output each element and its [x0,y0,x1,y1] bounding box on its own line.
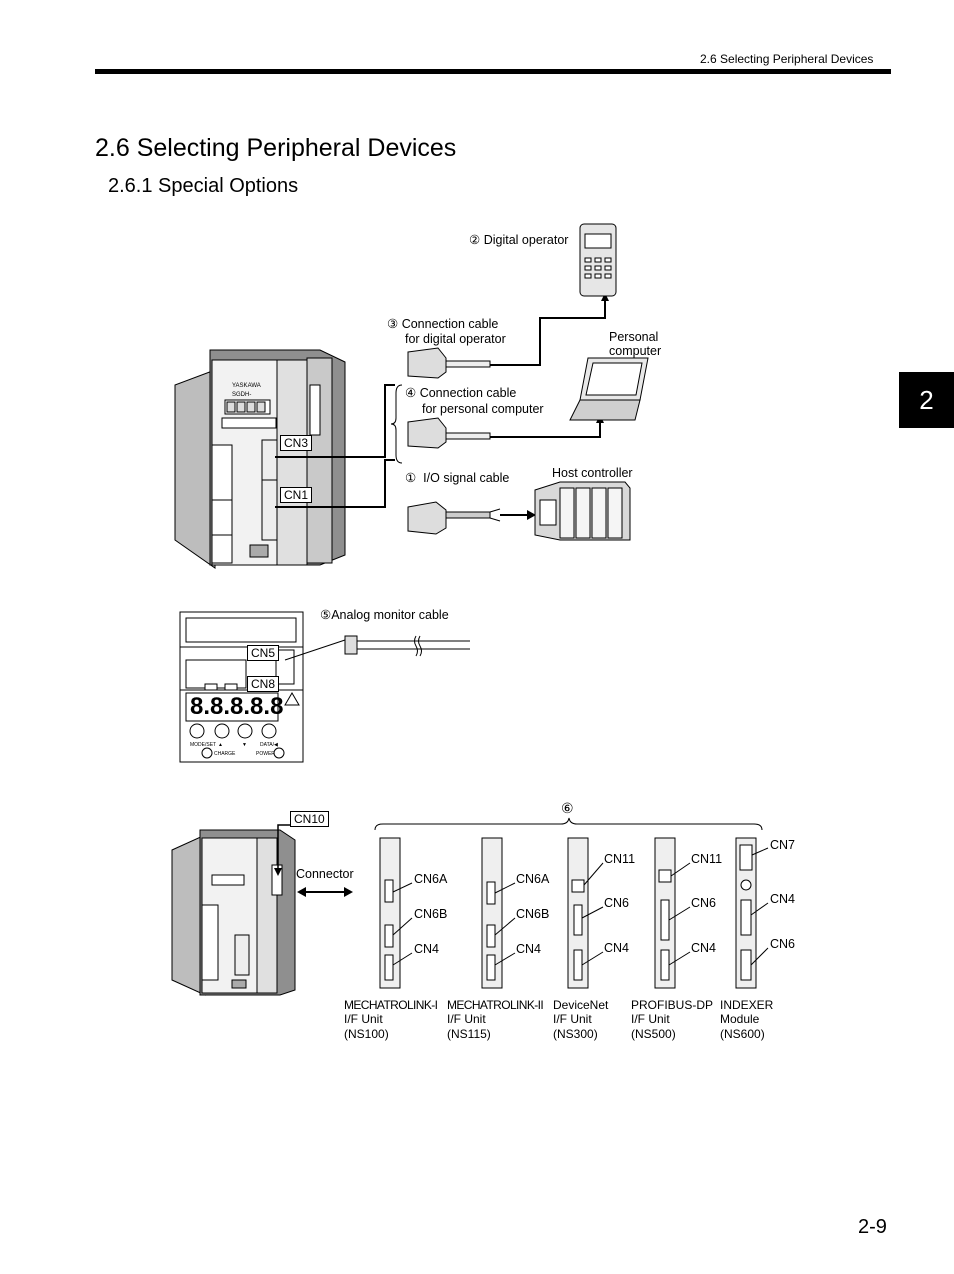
cn3-label: CN3 [280,435,313,451]
unit5-name: INDEXER [720,998,774,1012]
unit4-name: PROFIBUS-DP [631,998,714,1012]
unit3-name: DeviceNet [553,998,609,1012]
unit3-cn11: CN11 [604,852,636,866]
page-number: 2-9 [858,1216,887,1238]
unit4-cn11: CN11 [691,852,723,866]
connector-label: Connector [296,867,354,881]
unit2-cn4: CN4 [516,942,542,956]
servopack-front-panel-illustration: 8.8.8.8.8 MODE/SET ▲ ▼ DATA/◀ CHARGE POW… [179,611,304,763]
servopack-illustration: YASKAWA SGDH- [174,349,346,569]
unit4-line3: (NS500) [631,1027,676,1041]
unit1-cn4: CN4 [414,942,440,956]
unit5-cn6: CN6 [770,937,796,951]
header-rule [95,69,891,74]
pc-cable-label: ④ Connection cable [405,386,517,400]
unit3-cn6: CN6 [604,896,630,910]
svg-text:POWER: POWER [256,751,275,757]
host-controller-label: Host controller [552,466,633,480]
laptop-illustration [569,357,649,421]
operator-cable-label-line2: for digital operator [405,332,506,346]
operator-cable-label: ③ Connection cable [387,317,499,331]
unit5-line2: Module [720,1012,760,1026]
host-controller-illustration [534,481,631,541]
svg-text:YASKAWA: YASKAWA [232,383,261,389]
unit3-line2: I/F Unit [553,1012,592,1026]
unit5-line3: (NS600) [720,1027,765,1041]
pc-cable-label-line2: for personal computer [422,402,544,416]
unit2-line2: I/F Unit [447,1012,486,1026]
cn5-label: CN5 [247,645,280,661]
svg-text:SGDH-: SGDH- [232,392,251,398]
cn8-label: CN8 [247,676,280,692]
personal-computer-label: Personal [609,330,659,344]
unit1-cn6b: CN6B [414,907,448,921]
unit3-cn4: CN4 [604,941,630,955]
subsection-title: 2.6.1 Special Options [108,175,299,197]
svg-text:DATA/◀: DATA/◀ [260,742,278,748]
unit3-line3: (NS300) [553,1027,598,1041]
chapter-tab: 2 [899,372,954,428]
servopack-option-illustration [171,829,296,996]
section-title: 2.6 Selecting Peripheral Devices [95,134,457,162]
personal-computer-label-line2: computer [609,344,662,358]
unit1-line2: I/F Unit [344,1012,383,1026]
svg-text:8.8.8.8.8: 8.8.8.8.8 [190,693,283,720]
unit2-name: MECHATROLINK-II [447,998,544,1012]
unit1-line3: (NS100) [344,1027,389,1041]
option-unit-illustrations [379,837,757,989]
digital-operator-illustration [579,223,617,297]
cn10-label: CN10 [290,811,329,827]
svg-text:▼: ▼ [242,742,247,748]
io-cable-label: ① I/O signal cable [405,471,510,485]
unit4-line2: I/F Unit [631,1012,670,1026]
svg-text:▲: ▲ [218,742,223,748]
running-header: 2.6 Selecting Peripheral Devices [700,52,874,66]
unit2-cn6a: CN6A [516,872,550,886]
unit2-cn6b: CN6B [516,907,550,921]
unit1-name: MECHATROLINK-I [344,998,438,1012]
option-units-number: ⑥ [561,800,574,816]
svg-text:CHARGE: CHARGE [214,751,236,757]
analog-cable-label: ⑤Analog monitor cable [320,608,449,622]
digital-operator-label: ② Digital operator [469,233,569,247]
unit1-cn6a: CN6A [414,872,448,886]
unit5-cn4: CN4 [770,892,796,906]
unit5-cn7: CN7 [770,838,796,852]
unit4-cn4: CN4 [691,941,717,955]
cn1-label: CN1 [280,487,313,503]
svg-text:MODE/SET: MODE/SET [190,742,216,748]
unit4-cn6: CN6 [691,896,717,910]
unit2-line3: (NS115) [447,1027,491,1041]
